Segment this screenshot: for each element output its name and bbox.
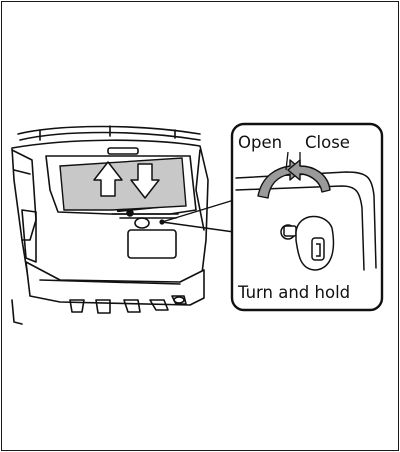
rear-window-glass [60,158,186,210]
open-label: Open [238,133,282,152]
turn-and-hold-label: Turn and hold [237,283,350,302]
close-label: Close [305,133,350,152]
